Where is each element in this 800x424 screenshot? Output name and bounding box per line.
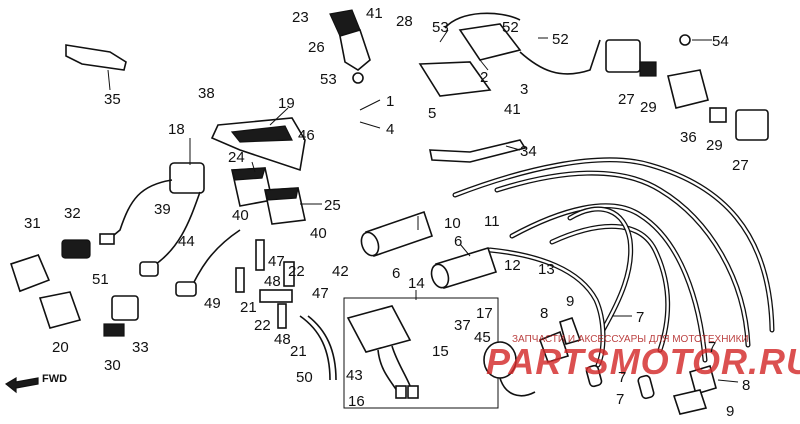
callout-12: 12 [504, 257, 521, 274]
callout-27b: 27 [732, 157, 749, 174]
callout-54: 54 [712, 33, 729, 50]
callout-47a: 47 [268, 253, 285, 270]
callout-41a: 41 [366, 5, 383, 22]
callout-23: 23 [292, 9, 309, 26]
fwd-arrow: FWD [4, 373, 67, 394]
callout-29b: 29 [706, 137, 723, 154]
bracket-34 [429, 139, 527, 163]
callout-13: 13 [538, 261, 555, 278]
callout-7c: 7 [618, 369, 626, 386]
callout-17: 17 [476, 305, 493, 322]
callout-18: 18 [168, 121, 185, 138]
callout-22a: 22 [288, 263, 305, 280]
callout-40b: 40 [310, 225, 327, 242]
module-18-39 [99, 162, 205, 277]
ignition-coils [360, 210, 498, 289]
callout-50: 50 [296, 369, 313, 386]
callout-47b: 47 [312, 285, 329, 302]
callout-10: 10 [444, 215, 461, 232]
callout-5: 5 [428, 105, 436, 122]
callout-20: 20 [52, 339, 69, 356]
callout-49: 49 [204, 295, 221, 312]
fwd-label: FWD [42, 373, 67, 385]
plug-caps [538, 316, 717, 415]
callout-28: 28 [396, 13, 413, 30]
callout-7a: 7 [636, 309, 644, 326]
callout-1: 1 [386, 93, 394, 110]
callout-16: 16 [348, 393, 365, 410]
bracket-plate-19 [210, 117, 306, 172]
watermark: ЗАПЧАСТИ И АКСЕССУАРЫ ДЛЯ МОТОТЕХНИКИ PA… [486, 334, 800, 382]
callout-26: 26 [308, 39, 325, 56]
callout-51: 51 [92, 271, 109, 288]
callout-3: 3 [520, 81, 528, 98]
callout-32: 32 [64, 205, 81, 222]
callout-4: 4 [386, 121, 394, 138]
leader-lines [189, 29, 739, 383]
watermark-tagline: ЗАПЧАСТИ И АКСЕССУАРЫ ДЛЯ МОТОТЕХНИКИ [512, 334, 749, 345]
callout-19: 19 [278, 95, 295, 112]
callout-25: 25 [324, 197, 341, 214]
callout-53b: 53 [320, 71, 337, 88]
callout-22b: 22 [254, 317, 271, 334]
left-cluster [10, 239, 139, 337]
callout-30: 30 [104, 357, 121, 374]
cdi-units-24-25 [231, 167, 306, 225]
callout-53a: 53 [432, 19, 449, 36]
callout-41b: 41 [504, 101, 521, 118]
callout-15: 15 [432, 343, 449, 360]
callout-21a: 21 [240, 299, 257, 316]
callout-37: 37 [454, 317, 471, 334]
callout-38: 38 [198, 85, 215, 102]
callout-31: 31 [24, 215, 41, 232]
callout-21b: 21 [290, 343, 307, 360]
callout-43: 43 [346, 367, 363, 384]
callout-40a: 40 [232, 207, 249, 224]
regulator-2-3-5 [418, 12, 601, 97]
ignition-cables [452, 157, 775, 368]
callout-7d: 7 [616, 391, 624, 408]
callout-6b: 6 [454, 233, 462, 250]
callout-36: 36 [680, 129, 697, 146]
callout-7b: 7 [708, 339, 716, 356]
callout-34: 34 [520, 143, 537, 160]
callout-6a: 6 [392, 265, 400, 282]
callout-42: 42 [332, 263, 349, 280]
callout-9b: 9 [726, 403, 734, 420]
callout-24: 24 [228, 149, 245, 166]
callout-48a: 48 [264, 273, 281, 290]
callout-29a: 29 [640, 99, 657, 116]
bracket-35 [65, 44, 127, 91]
cap-23-26 [329, 9, 371, 84]
callout-11: 11 [484, 213, 500, 230]
callout-44: 44 [178, 233, 195, 250]
callout-labels: 1 2 3 4 5 6 6 7 7 7 7 8 8 9 9 10 11 12 1… [24, 5, 750, 420]
callout-33: 33 [132, 339, 149, 356]
callout-9a: 9 [566, 293, 574, 310]
relays-27-29-36 [605, 34, 769, 141]
callout-52b: 52 [552, 31, 569, 48]
wiring-harness-center [175, 229, 337, 381]
callout-27a: 27 [618, 91, 635, 108]
callout-52a: 52 [502, 19, 519, 36]
callout-8a: 8 [540, 305, 548, 322]
subassembly-box-14 [343, 297, 536, 409]
watermark-brand: PARTSMOTOR.RU [486, 341, 800, 382]
callout-35: 35 [104, 91, 121, 108]
callout-39: 39 [154, 201, 171, 218]
callout-2: 2 [480, 69, 488, 86]
callout-8b: 8 [742, 377, 750, 394]
callout-46: 46 [298, 127, 315, 144]
callout-45: 45 [474, 329, 491, 346]
callout-48b: 48 [274, 331, 291, 348]
callout-14: 14 [408, 275, 425, 292]
